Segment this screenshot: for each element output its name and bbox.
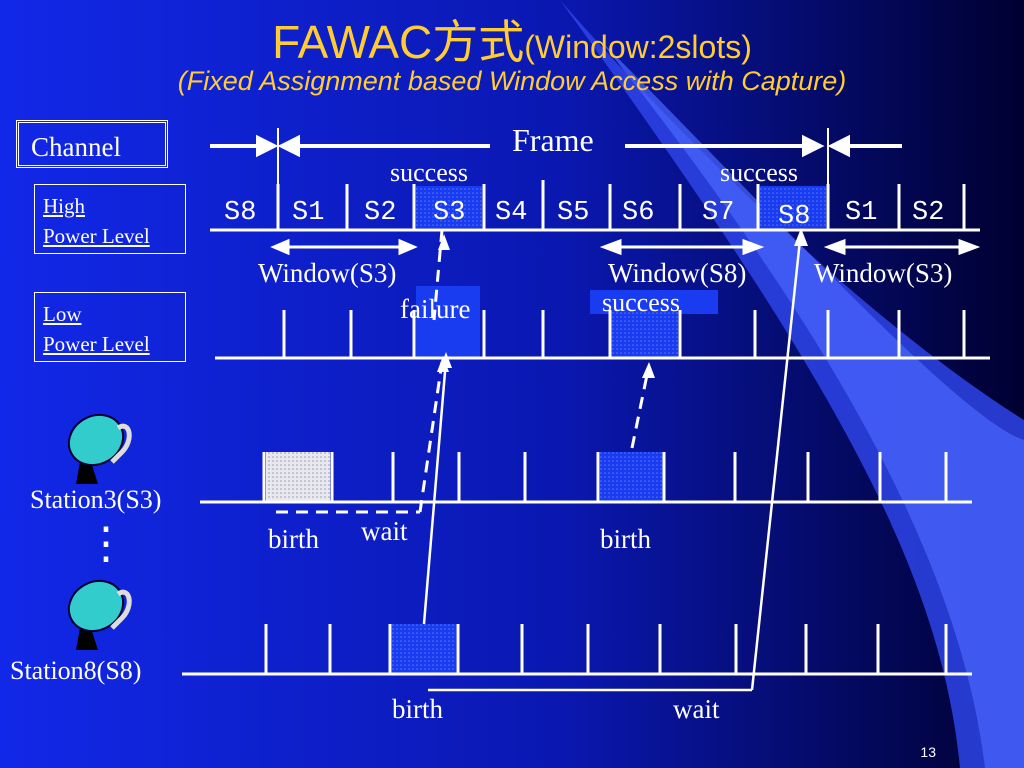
window-arrows bbox=[270, 238, 981, 256]
low-success-block bbox=[610, 312, 678, 358]
satellite-dish-icon bbox=[67, 413, 132, 484]
slot-label: S1 bbox=[845, 198, 878, 228]
high-power-level-box: High Power Level bbox=[34, 184, 186, 254]
slot-label: S3 bbox=[433, 198, 466, 228]
slot-s3-highlight bbox=[416, 186, 482, 228]
page-number: 13 bbox=[920, 744, 936, 760]
arrowhead-s8 bbox=[794, 228, 808, 246]
channel-label-box: Channel bbox=[16, 120, 168, 168]
wait-label-station3: wait bbox=[361, 516, 408, 546]
slot-label: S5 bbox=[557, 198, 590, 228]
slot-label: S1 bbox=[292, 198, 325, 228]
slot-s8-highlight bbox=[760, 186, 826, 228]
title-suffix: (Window:2slots) bbox=[524, 29, 752, 65]
station3-label: Station3(S3) bbox=[30, 485, 162, 514]
low-level-timeline bbox=[215, 310, 990, 360]
station8-label: Station8(S8) bbox=[10, 656, 142, 685]
low-level-line1: Low bbox=[43, 302, 82, 326]
station3-timeline bbox=[200, 452, 972, 504]
high-level-line2: Power Level bbox=[43, 224, 150, 248]
station3-wait-path bbox=[276, 229, 650, 514]
slot-label: S4 bbox=[495, 198, 528, 228]
page-title: FAWAC方式(Window:2slots) bbox=[0, 6, 1024, 72]
satellite-dish-icon bbox=[67, 579, 132, 650]
high-level-timeline bbox=[210, 180, 980, 232]
success-label-s8: success bbox=[720, 158, 798, 187]
slot-label: S6 bbox=[622, 198, 655, 228]
birth-label-station8: birth bbox=[392, 694, 443, 724]
station3-birth-block-2 bbox=[600, 452, 664, 502]
station8-paths bbox=[422, 239, 802, 692]
slot-label: S8 bbox=[778, 202, 811, 232]
success-label-s3: success bbox=[390, 158, 468, 187]
slot-label: S8 bbox=[224, 198, 257, 228]
frame-arrows bbox=[210, 128, 902, 184]
station8-birth-block bbox=[392, 624, 456, 674]
high-level-line1: High bbox=[43, 194, 85, 218]
title-main: FAWAC方式 bbox=[272, 16, 525, 68]
arrowhead-s8-low bbox=[440, 352, 452, 368]
station8-timeline bbox=[182, 624, 972, 676]
frame-label: Frame bbox=[512, 122, 594, 158]
window-label-s8: Window(S8) bbox=[608, 258, 747, 288]
background-swoosh-light bbox=[600, 40, 1024, 768]
ellipsis-vertical: ⋮ bbox=[84, 519, 128, 568]
slot-label: S2 bbox=[912, 198, 945, 228]
slot-label: S2 bbox=[364, 198, 397, 228]
birth-label-station3: birth bbox=[268, 524, 319, 554]
low-failure-block bbox=[416, 286, 480, 358]
birth-label-station3-2: birth bbox=[600, 524, 651, 554]
window-label-s3: Window(S3) bbox=[258, 258, 397, 288]
station3-birth-block bbox=[266, 452, 330, 502]
page-subtitle: (Fixed Assignment based Window Access wi… bbox=[177, 66, 847, 96]
window-label-s3-next: Window(S3) bbox=[814, 258, 953, 288]
low-success-label: success bbox=[602, 288, 680, 317]
low-level-line2: Power Level bbox=[43, 332, 150, 356]
wait-label-station8: wait bbox=[673, 694, 720, 724]
failure-label: failure bbox=[400, 294, 471, 324]
slot-label: S7 bbox=[702, 198, 735, 228]
low-power-level-box: Low Power Level bbox=[34, 292, 186, 362]
